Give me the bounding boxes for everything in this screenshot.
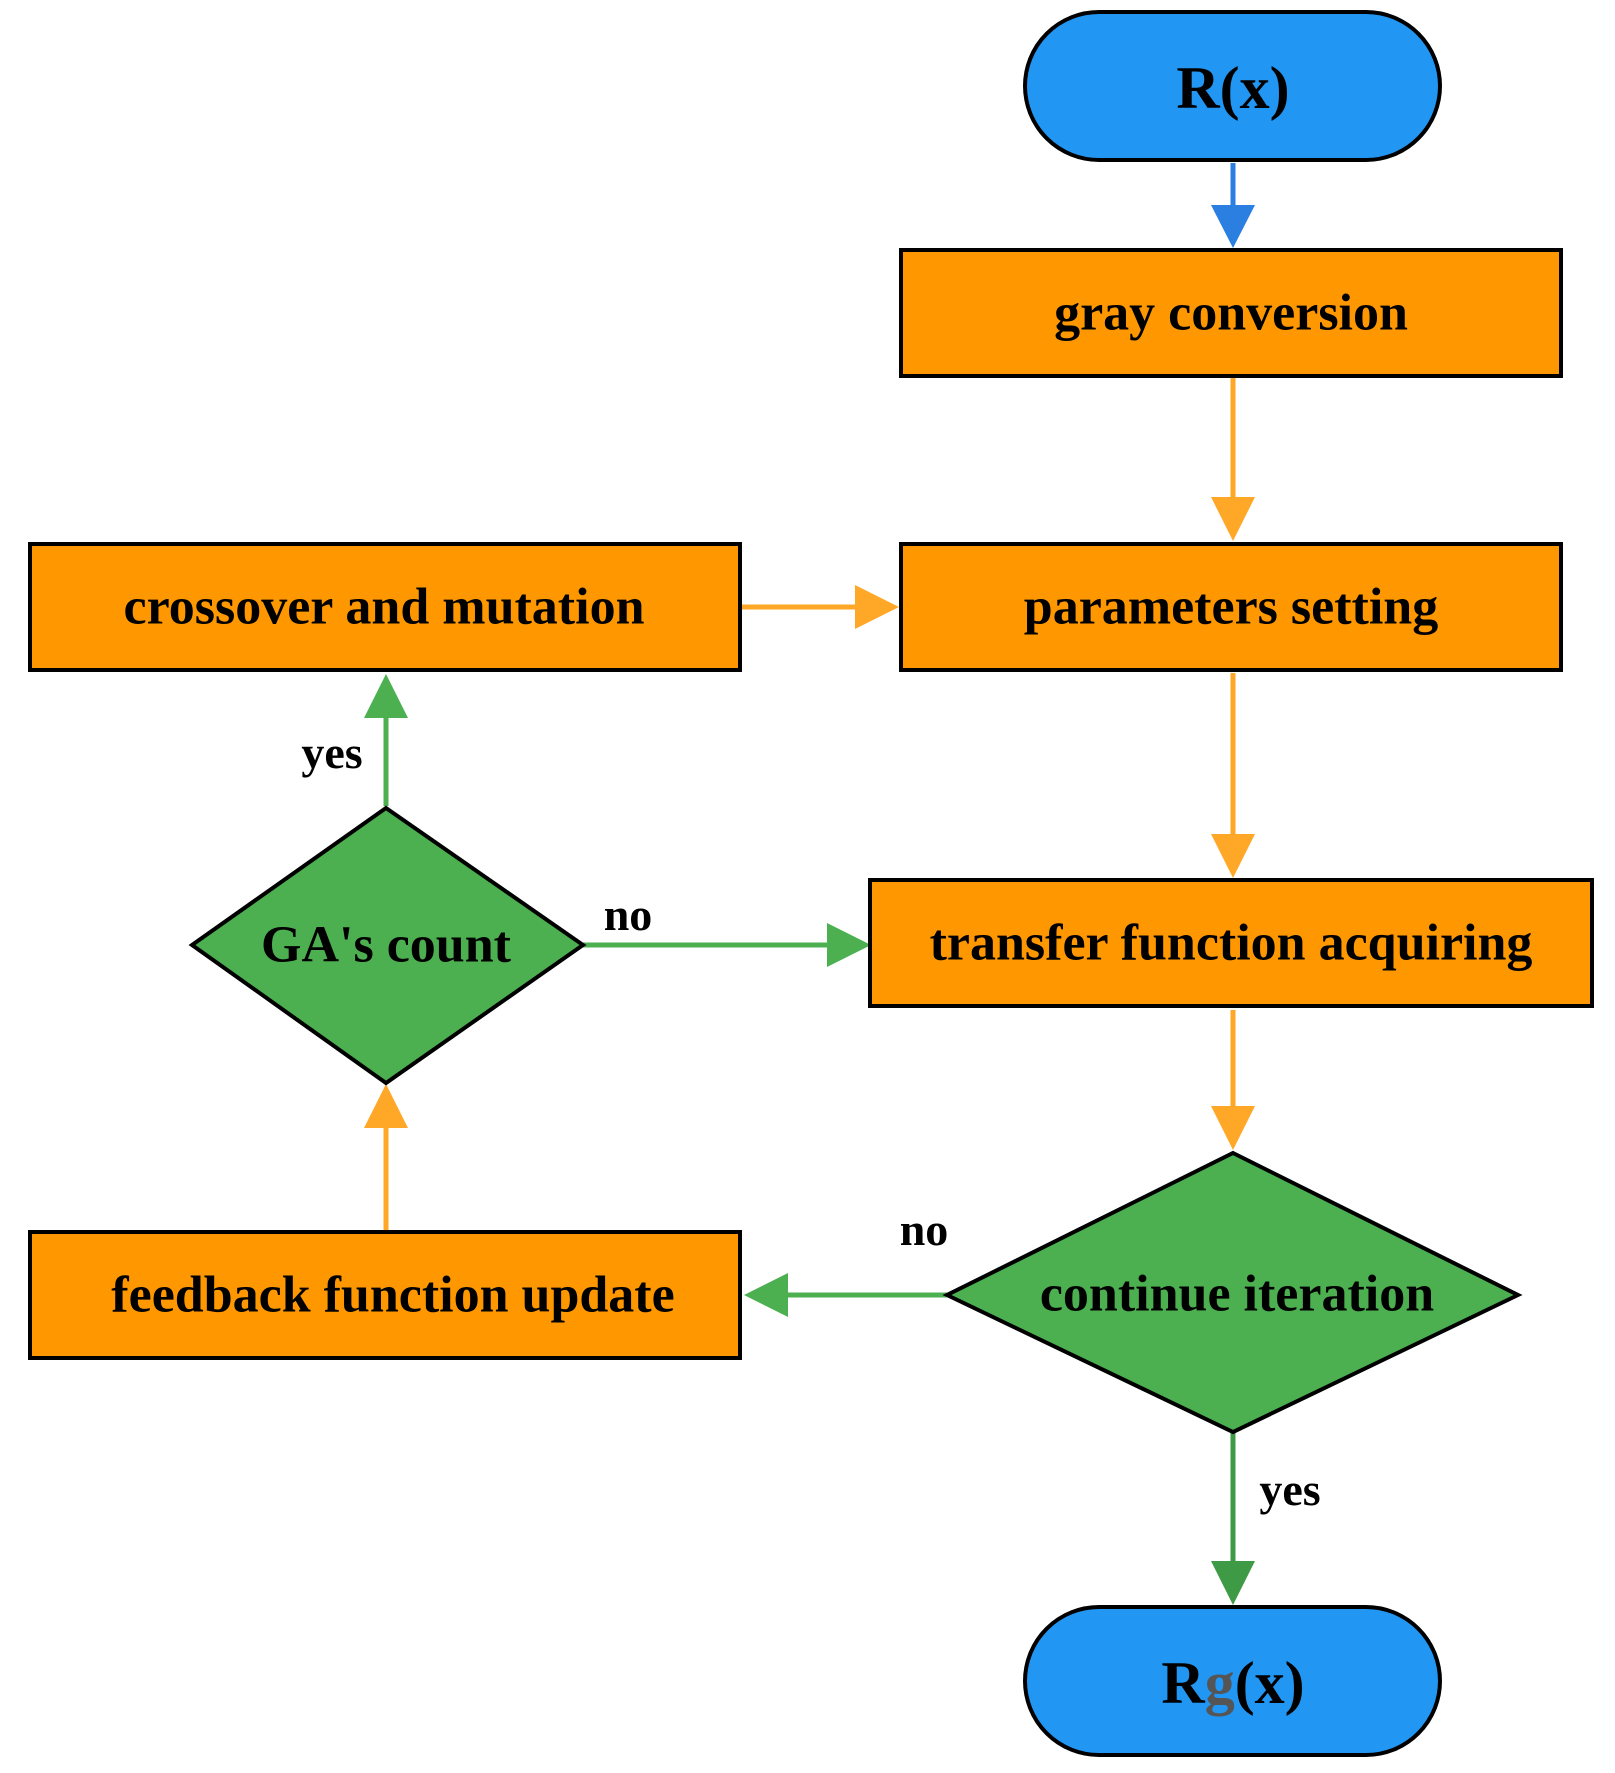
ga-yes-label: yes: [301, 727, 362, 778]
arrow-start-to-gray: [1211, 163, 1255, 248]
arrow-gray-to-params: [1211, 378, 1255, 541]
start-label: R(x): [1176, 55, 1289, 121]
gray-conversion-label: gray conversion: [1054, 285, 1408, 342]
arrow-transfer-to-continue: [1211, 1010, 1255, 1150]
arrow-params-to-transfer: [1211, 673, 1255, 878]
ga-count-decision: GA's count: [188, 805, 587, 1086]
arrow-ga-to-transfer: [582, 923, 871, 967]
gray-conversion-box: gray conversion: [899, 248, 1563, 378]
arrow-continue-to-feedback: [744, 1273, 948, 1317]
end-label: Rg(x): [1161, 1650, 1304, 1716]
arrow-ga-to-crossover: [364, 674, 408, 806]
start-terminal: R(x): [1023, 10, 1442, 162]
arrow-crossover-to-params: [741, 585, 899, 629]
crossover-mutation-box: crossover and mutation: [28, 542, 742, 672]
transfer-function-box: transfer function acquiring: [868, 878, 1594, 1008]
feedback-function-box: feedback function update: [28, 1230, 742, 1360]
end-terminal: Rg(x): [1023, 1605, 1442, 1757]
feedback-function-label: feedback function update: [111, 1267, 674, 1324]
ga-count-label: GA's count: [261, 917, 512, 974]
crossover-mutation-label: crossover and mutation: [124, 579, 645, 636]
arrow-feedback-to-ga: [364, 1084, 408, 1230]
continue-yes-label: yes: [1259, 1464, 1320, 1515]
transfer-function-label: transfer function acquiring: [930, 915, 1533, 972]
continue-no-label: no: [900, 1204, 949, 1255]
arrow-continue-to-end: [1211, 1433, 1255, 1605]
continue-iteration-label: continue iteration: [1040, 1266, 1434, 1323]
continue-iteration-decision: continue iteration: [942, 1150, 1523, 1435]
parameters-setting-box: parameters setting: [899, 542, 1563, 672]
ga-no-label: no: [604, 889, 653, 940]
parameters-setting-label: parameters setting: [1024, 579, 1438, 636]
